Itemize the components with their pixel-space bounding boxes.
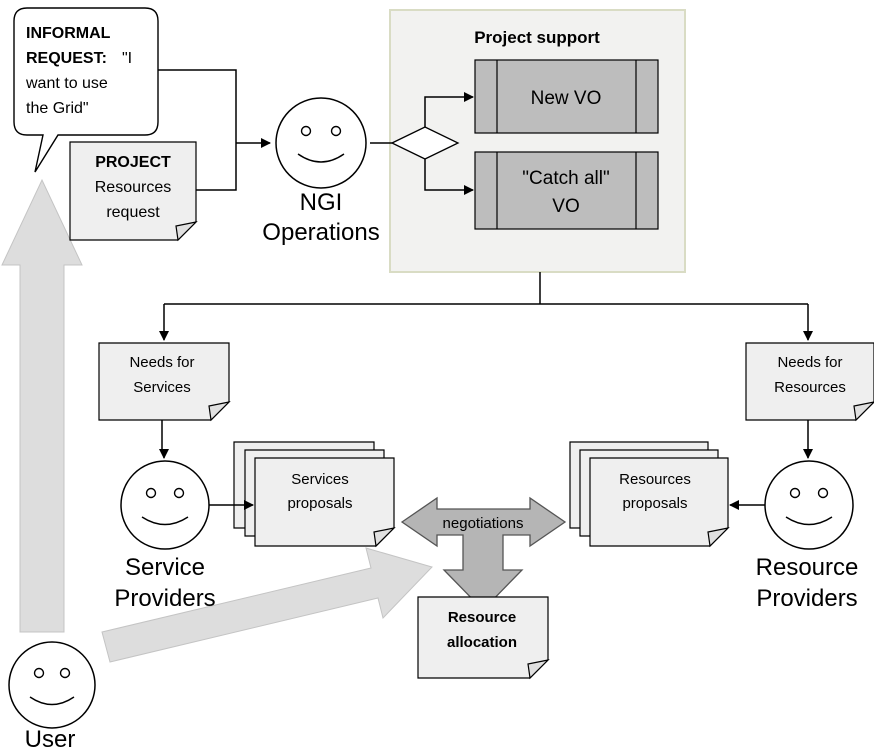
ngi-operations-face [275,97,367,189]
decision-diamond [390,126,460,160]
callout-line-2-rest: "I [122,50,132,67]
resources-proposals-line-2: proposals [622,495,687,512]
user-upward-arrow [1,178,83,633]
resource-providers-face [764,460,854,550]
resource-providers-label-1: Resource [756,554,859,581]
callout-line-1: INFORMAL [26,25,111,42]
catch-all-vo-label-1: "Catch all" [522,168,609,189]
services-proposals-line-2: proposals [287,495,352,512]
project-doc-line-1: PROJECT [95,154,171,171]
needs-resources-line-2: Resources [774,379,846,396]
user-label: User [25,726,76,751]
resources-proposals-doc-stack: Resources proposals [569,441,730,548]
needs-for-resources-doc: Needs for Resources [745,342,874,422]
service-providers-label-2: Providers [114,585,215,612]
negotiations-arrow [400,496,567,611]
new-vo-label: New VO [531,88,602,109]
callout-line-3: want to use [25,75,108,92]
user-face [8,641,96,729]
resources-proposals-line-1: Resources [619,471,691,488]
services-proposals-line-1: Services [291,471,349,488]
catch-all-vo-label-2: VO [552,196,579,217]
project-support-title: Project support [474,28,600,47]
negotiations-label: negotiations [443,515,524,532]
ngi-label-2: Operations [262,219,379,246]
user-to-negotiation-arrow [101,547,433,663]
informal-request-callout: INFORMAL REQUEST: "I want to use the Gri… [13,7,159,173]
project-doc-line-3: request [106,204,160,221]
project-doc-line-2: Resources [95,179,171,196]
services-proposals-doc-stack: Services proposals [233,441,396,548]
ngi-label-1: NGI [300,189,343,216]
resource-allocation-doc: Resource allocation [417,596,550,680]
project-resources-request-doc: PROJECT Resources request [69,141,198,242]
needs-services-line-2: Services [133,379,191,396]
callout-line-4: the Grid" [26,100,89,117]
needs-services-line-1: Needs for [129,354,194,371]
service-providers-face [120,460,210,550]
resource-allocation-line-2: allocation [447,634,517,651]
resource-allocation-line-1: Resource [448,609,516,626]
catch-all-vo-process: "Catch all" VO [474,151,659,230]
resource-providers-label-2: Providers [756,585,857,612]
service-providers-label-1: Service [125,554,205,581]
needs-for-services-doc: Needs for Services [98,342,231,422]
new-vo-process: New VO [474,59,659,134]
needs-resources-line-1: Needs for [777,354,842,371]
callout-line-2-bold: REQUEST: [26,50,107,67]
